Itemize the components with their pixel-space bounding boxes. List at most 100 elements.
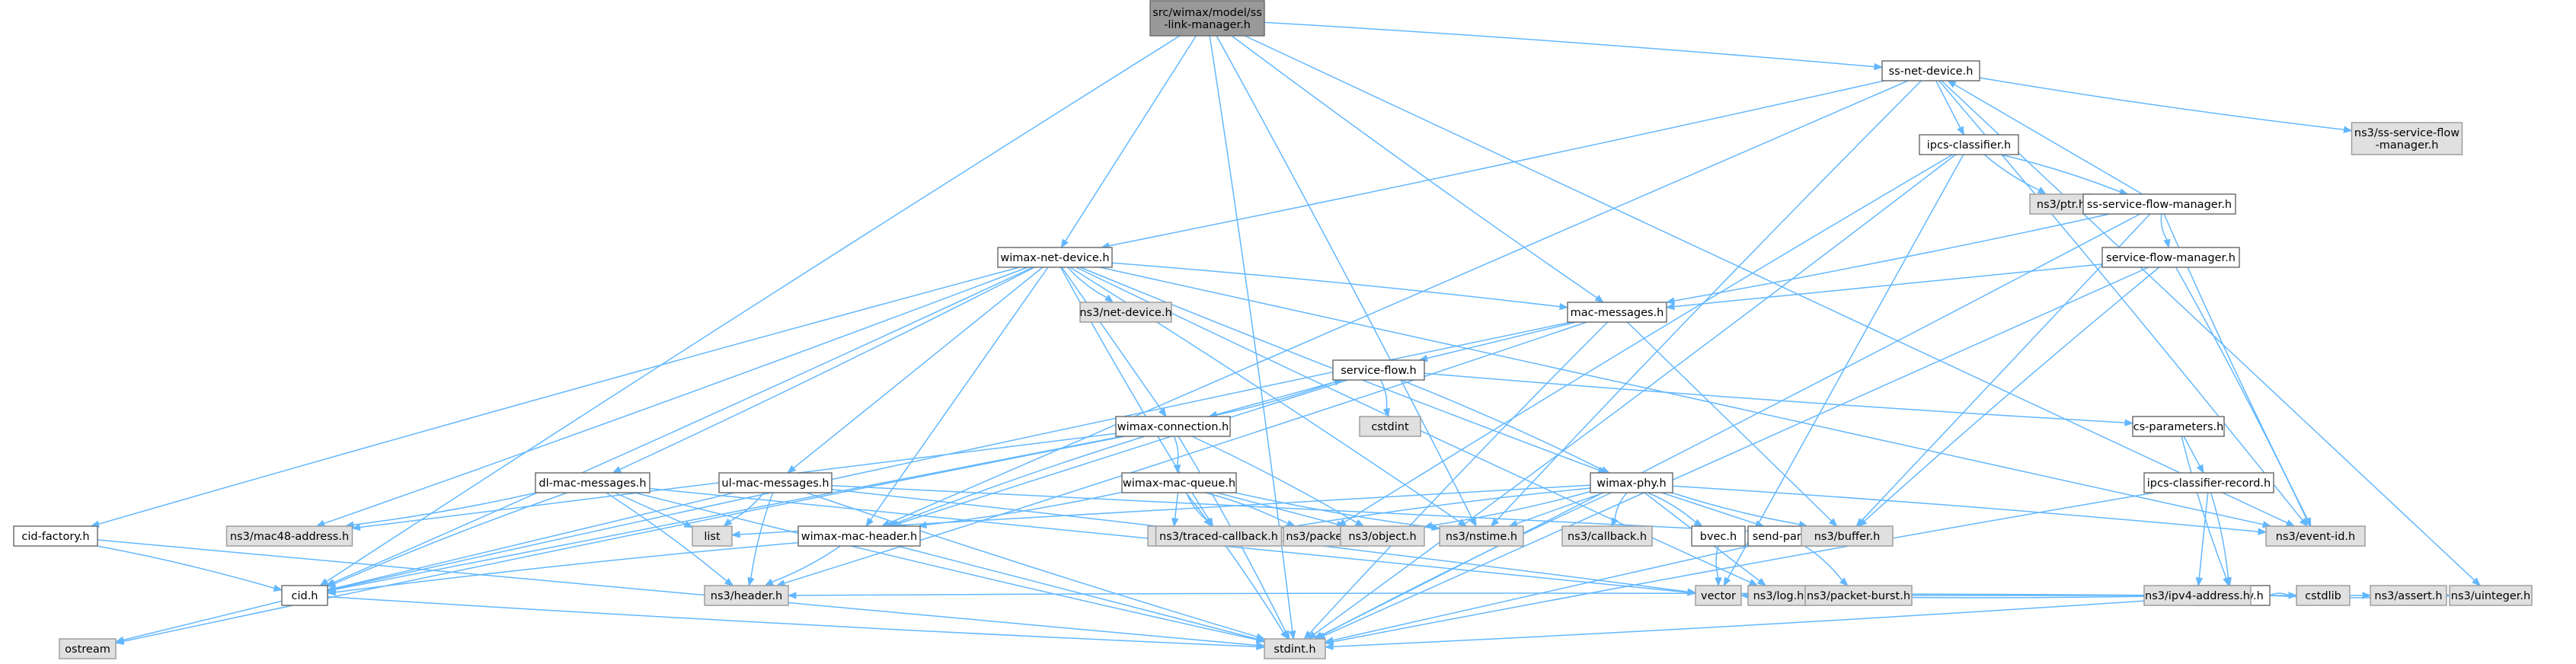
edge-line	[1379, 379, 1388, 410]
node-label: ns3/buffer.h	[1814, 531, 1881, 543]
node-eventid: ns3/event-id.h	[2265, 525, 2366, 547]
node-csparam[interactable]: cs-parameters.h	[2132, 416, 2225, 437]
arrowhead-icon	[1715, 577, 1722, 587]
arrowhead-icon	[1256, 643, 1266, 651]
edge-line	[97, 545, 275, 589]
edge-line	[1332, 597, 2194, 647]
node-box	[1691, 525, 1746, 547]
node-label: ns3/assert.h	[2374, 590, 2442, 602]
edge-wphy-to-callback	[1611, 492, 1628, 528]
node-layer: src/wimax/model/ss-link-manager.h ss-net-…	[13, 0, 2533, 659]
edge-line	[1400, 379, 1603, 471]
node-box	[1561, 525, 1653, 547]
node-label: wimax-phy.h	[1596, 477, 1666, 490]
node-box	[535, 472, 650, 493]
edge-ssnet-to-sssfm	[1979, 77, 2353, 133]
edge-line	[1427, 321, 1577, 359]
node-log: ns3/log.h	[1747, 585, 1810, 606]
node-label: ns3/ptr.h	[2037, 199, 2085, 211]
node-ssnet[interactable]: ss-net-device.h	[1881, 60, 1980, 81]
node-box	[704, 585, 789, 606]
edge-line	[729, 492, 765, 522]
edge-line	[1727, 154, 1964, 579]
node-label: ns3/event-id.h	[2276, 531, 2355, 543]
edge-ssfm-to-sfm	[2160, 213, 2171, 249]
edge-line	[1244, 35, 2288, 524]
node-label: wimax-net-device.h	[1000, 252, 1109, 264]
arrowhead-icon	[865, 517, 874, 528]
edge-cid-to-ostream	[114, 600, 283, 643]
node-ipcs[interactable]: ipcs-classifier.h	[1919, 134, 2019, 155]
edge-line	[2000, 154, 2121, 193]
edge-line	[334, 492, 568, 585]
node-ipcsrec[interactable]: ipcs-classifier-record.h	[2143, 472, 2274, 493]
node-wmq[interactable]: wimax-mac-queue.h	[1121, 472, 1237, 493]
edge-line	[1264, 21, 1875, 68]
arrowhead-icon	[114, 636, 125, 643]
arrowhead-icon	[730, 531, 740, 538]
node-wnd[interactable]: wimax-net-device.h	[997, 247, 1113, 268]
node-label: ipcs-classifier-record.h	[2147, 477, 2271, 490]
edge-wphy-to-eventid	[1672, 485, 2268, 535]
node-sfm[interactable]: service-flow-manager.h	[2101, 247, 2240, 268]
edge-wnd-to-macm	[1111, 262, 1569, 311]
node-cidf[interactable]: cid-factory.h	[13, 525, 98, 547]
node-stdint: stdint.h	[1264, 638, 1326, 659]
edge-line	[1715, 545, 1719, 579]
edge-root-to-eventid	[1244, 35, 2296, 527]
node-label: cid-factory.h	[21, 531, 89, 543]
edge-tlv-to-stdint	[1324, 597, 2194, 650]
edge-line	[1289, 487, 1591, 528]
edge-wnd-to-ulmac	[787, 267, 1044, 474]
node-label: stdint.h	[1274, 643, 1315, 656]
arrowhead-icon	[1508, 520, 1519, 527]
edge-root-to-nstime	[1216, 35, 1477, 528]
node-bvec[interactable]: bvec.h	[1691, 525, 1746, 547]
node-dlmac[interactable]: dl-mac-messages.h	[535, 472, 650, 493]
edge-line	[334, 541, 799, 593]
edge-line	[2210, 492, 2229, 579]
node-wphy[interactable]: wimax-phy.h	[1590, 472, 1673, 493]
node-macm[interactable]: mac-messages.h	[1567, 302, 1667, 323]
edge-ulmac-to-stdint	[806, 492, 1266, 640]
edge-line	[1111, 262, 1561, 308]
node-label: ns3/packet-burst.h	[1807, 590, 1910, 602]
node-list: list	[692, 525, 733, 547]
arrowhead-icon	[319, 578, 329, 586]
node-buffer: ns3/buffer.h	[1801, 525, 1894, 547]
edge-ssnet-to-wnd	[1100, 80, 1885, 250]
arrowhead-icon	[2303, 517, 2311, 528]
node-label: list	[704, 531, 721, 543]
edge-sendp-to-pburst	[1804, 545, 1849, 586]
edge-line	[334, 492, 734, 589]
node-label: ss-service-flow-manager.h	[2087, 199, 2232, 211]
edge-line	[333, 267, 1034, 583]
node-label: ns3/nstime.h	[1446, 531, 1517, 543]
edge-line	[1516, 492, 1604, 525]
edge-wmq-to-queue	[1171, 492, 1179, 528]
node-label: cstdlib	[2305, 590, 2341, 602]
arrowhead-icon	[1957, 126, 1964, 136]
node-wconn[interactable]: wimax-connection.h	[1115, 416, 1231, 437]
arrowhead-icon	[2224, 576, 2232, 587]
node-box	[2143, 585, 2252, 606]
node-cid[interactable]: cid.h	[281, 585, 328, 606]
node-box	[1264, 638, 1326, 659]
node-box	[2351, 122, 2463, 155]
node-box	[1359, 416, 1421, 437]
node-ulmac[interactable]: ul-mac-messages.h	[718, 472, 833, 493]
edge-line	[1099, 267, 2264, 525]
arrowhead-icon	[2195, 577, 2204, 587]
edge-dlmac-to-header	[606, 492, 734, 586]
arrowhead-icon	[1559, 302, 1569, 311]
node-box	[692, 525, 733, 547]
node-ipv4: ns3/ipv4-address.h	[2143, 585, 2252, 606]
node-label: wimax-mac-queue.h	[1123, 477, 1235, 490]
node-assert: ns3/assert.h	[2370, 585, 2447, 606]
node-ptr: ns3/ptr.h	[2029, 193, 2093, 215]
arrowhead-icon	[2124, 419, 2134, 426]
node-wmh[interactable]: wimax-mac-header.h	[797, 525, 921, 547]
node-sf[interactable]: service-flow.h	[1332, 359, 1425, 381]
node-ssfm[interactable]: ss-service-flow-manager.h	[2082, 193, 2236, 215]
node-root[interactable]: src/wimax/model/ss-link-manager.h	[1149, 0, 1265, 37]
